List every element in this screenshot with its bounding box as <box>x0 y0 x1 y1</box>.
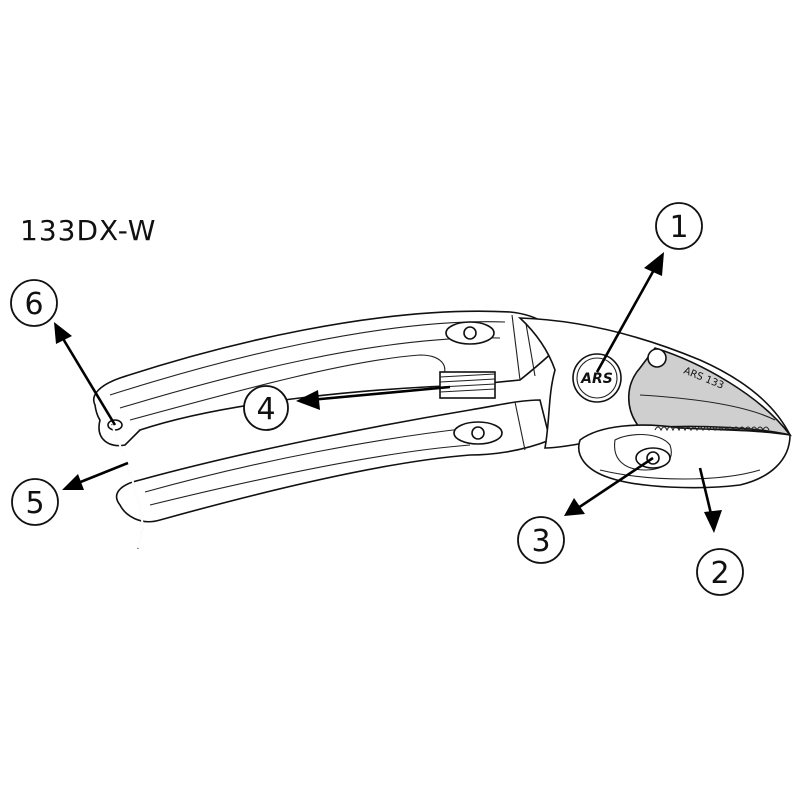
svg-text:1: 1 <box>669 210 688 245</box>
blade-head: ARS 133 ARS <box>517 317 792 449</box>
brand-text: ARS <box>580 371 613 387</box>
callout-1: 1 <box>655 202 703 250</box>
svg-text:4: 4 <box>256 392 275 427</box>
callout-5: 5 <box>11 478 59 526</box>
anvil <box>578 424 791 489</box>
callout-3: 3 <box>517 516 565 564</box>
svg-text:3: 3 <box>531 524 550 559</box>
ars-logo: ARS <box>572 353 622 403</box>
svg-text:5: 5 <box>25 486 44 521</box>
lower-handle <box>115 399 551 523</box>
callout-arrows <box>54 252 722 533</box>
spring <box>439 371 496 399</box>
callout-2: 2 <box>696 548 744 596</box>
svg-text:2: 2 <box>710 556 729 591</box>
callout-6: 6 <box>10 279 58 327</box>
svg-text:6: 6 <box>24 287 43 322</box>
lock-wire <box>107 419 144 549</box>
model-number-label: 133DX-W <box>20 214 157 247</box>
callout-4: 4 <box>243 385 289 431</box>
